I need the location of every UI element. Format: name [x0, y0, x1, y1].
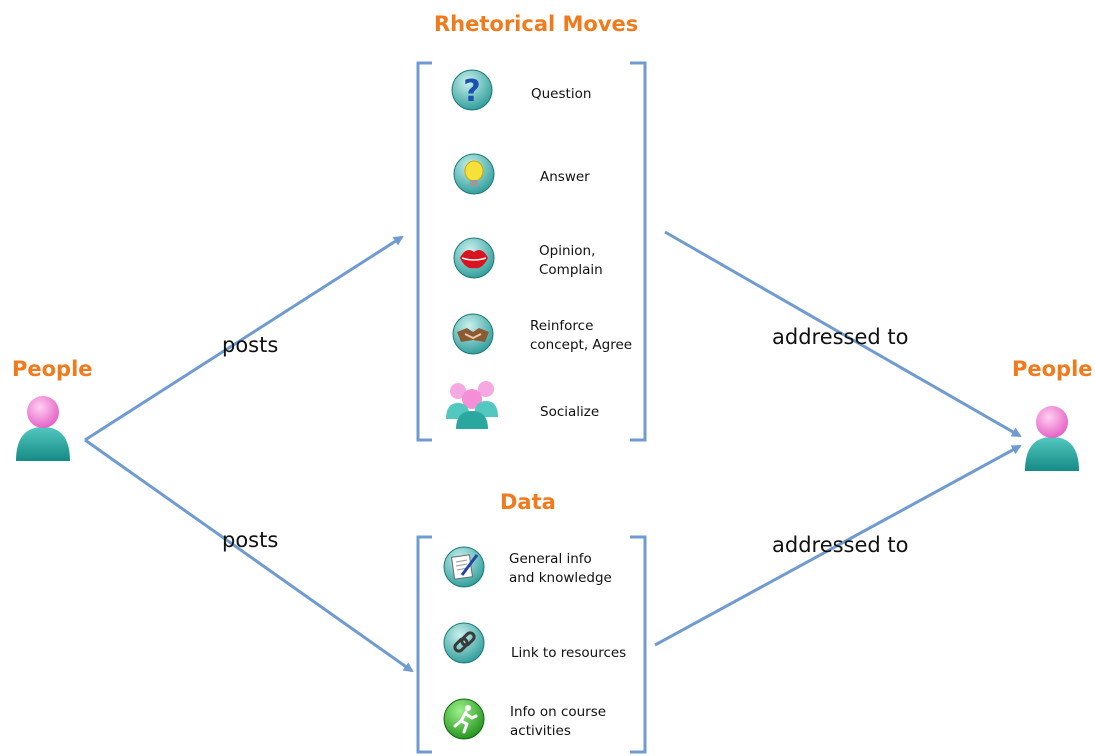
lips-icon — [452, 236, 496, 280]
rhetorical-bracket-left — [416, 61, 432, 442]
addressed-label-top: addressed to — [772, 325, 909, 349]
lightbulb-icon — [452, 152, 496, 196]
addressed-label-bottom: addressed to — [772, 533, 909, 557]
posts-arrow-bottom — [84, 438, 414, 673]
person-right-icon — [1021, 403, 1083, 473]
posts-arrow-top — [84, 235, 404, 442]
data-item-label: Info on course activities — [510, 704, 607, 739]
rhetorical-item-label: Opinion, Complain — [539, 243, 603, 278]
people-right-heading: People — [1012, 357, 1093, 381]
posts-label-top: posts — [222, 333, 279, 357]
handshake-icon — [451, 312, 495, 356]
group-icon — [444, 377, 500, 429]
rhetorical-item-label: Reinforce concept, Agree — [530, 318, 633, 353]
data-bracket-right — [630, 535, 647, 754]
rhetorical-item-label: Socialize — [540, 404, 600, 420]
people-left-heading: People — [12, 357, 93, 381]
question-icon: ? — [450, 68, 494, 112]
addressed-arrow-top — [664, 230, 1022, 438]
data-heading: Data — [500, 490, 556, 514]
addressed-arrow-bottom — [654, 444, 1022, 647]
rhetorical-moves-heading: Rhetorical Moves — [434, 12, 639, 36]
svg-text:?: ? — [463, 74, 480, 109]
data-item-label: General info and knowledge — [509, 551, 612, 586]
rhetorical-item-label: Answer — [540, 169, 590, 185]
runner-icon — [442, 697, 486, 741]
chain-link-icon — [442, 621, 486, 665]
posts-label-bottom: posts — [222, 528, 279, 552]
data-item-label: Link to resources — [511, 645, 627, 661]
rhetorical-item-label: Question — [531, 86, 592, 102]
person-left-icon — [12, 393, 74, 463]
document-pen-icon — [442, 545, 486, 589]
rhetorical-bracket-right — [630, 61, 647, 442]
data-bracket-left — [416, 535, 432, 754]
